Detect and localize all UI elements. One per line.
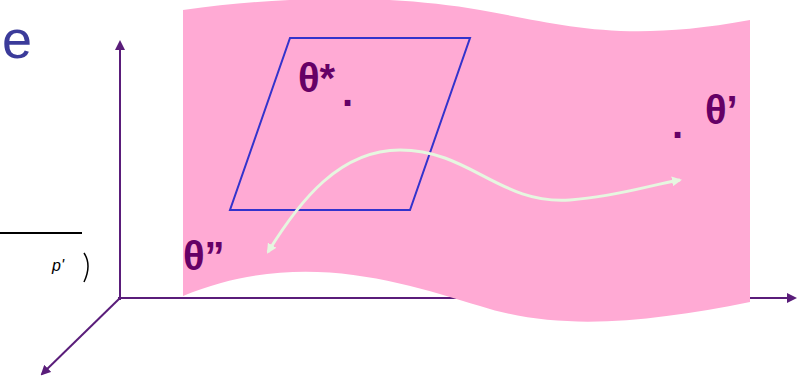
point-dot: .: [342, 72, 353, 112]
title-fragment: e: [2, 12, 32, 66]
formula-fragment: p': [52, 258, 64, 274]
manifold-surface: [183, 0, 750, 322]
point-dot: .: [672, 104, 683, 144]
axis-line: [119, 42, 121, 300]
paren-symbol: [84, 253, 88, 282]
geodesic-curve: [268, 150, 680, 252]
tangent-plane: [230, 38, 470, 210]
axis-line: [42, 298, 120, 374]
fraction-line: [0, 232, 82, 234]
point-label: θ*: [298, 58, 335, 98]
point-label: θ’: [705, 90, 738, 130]
point-label: θ”: [183, 236, 225, 276]
